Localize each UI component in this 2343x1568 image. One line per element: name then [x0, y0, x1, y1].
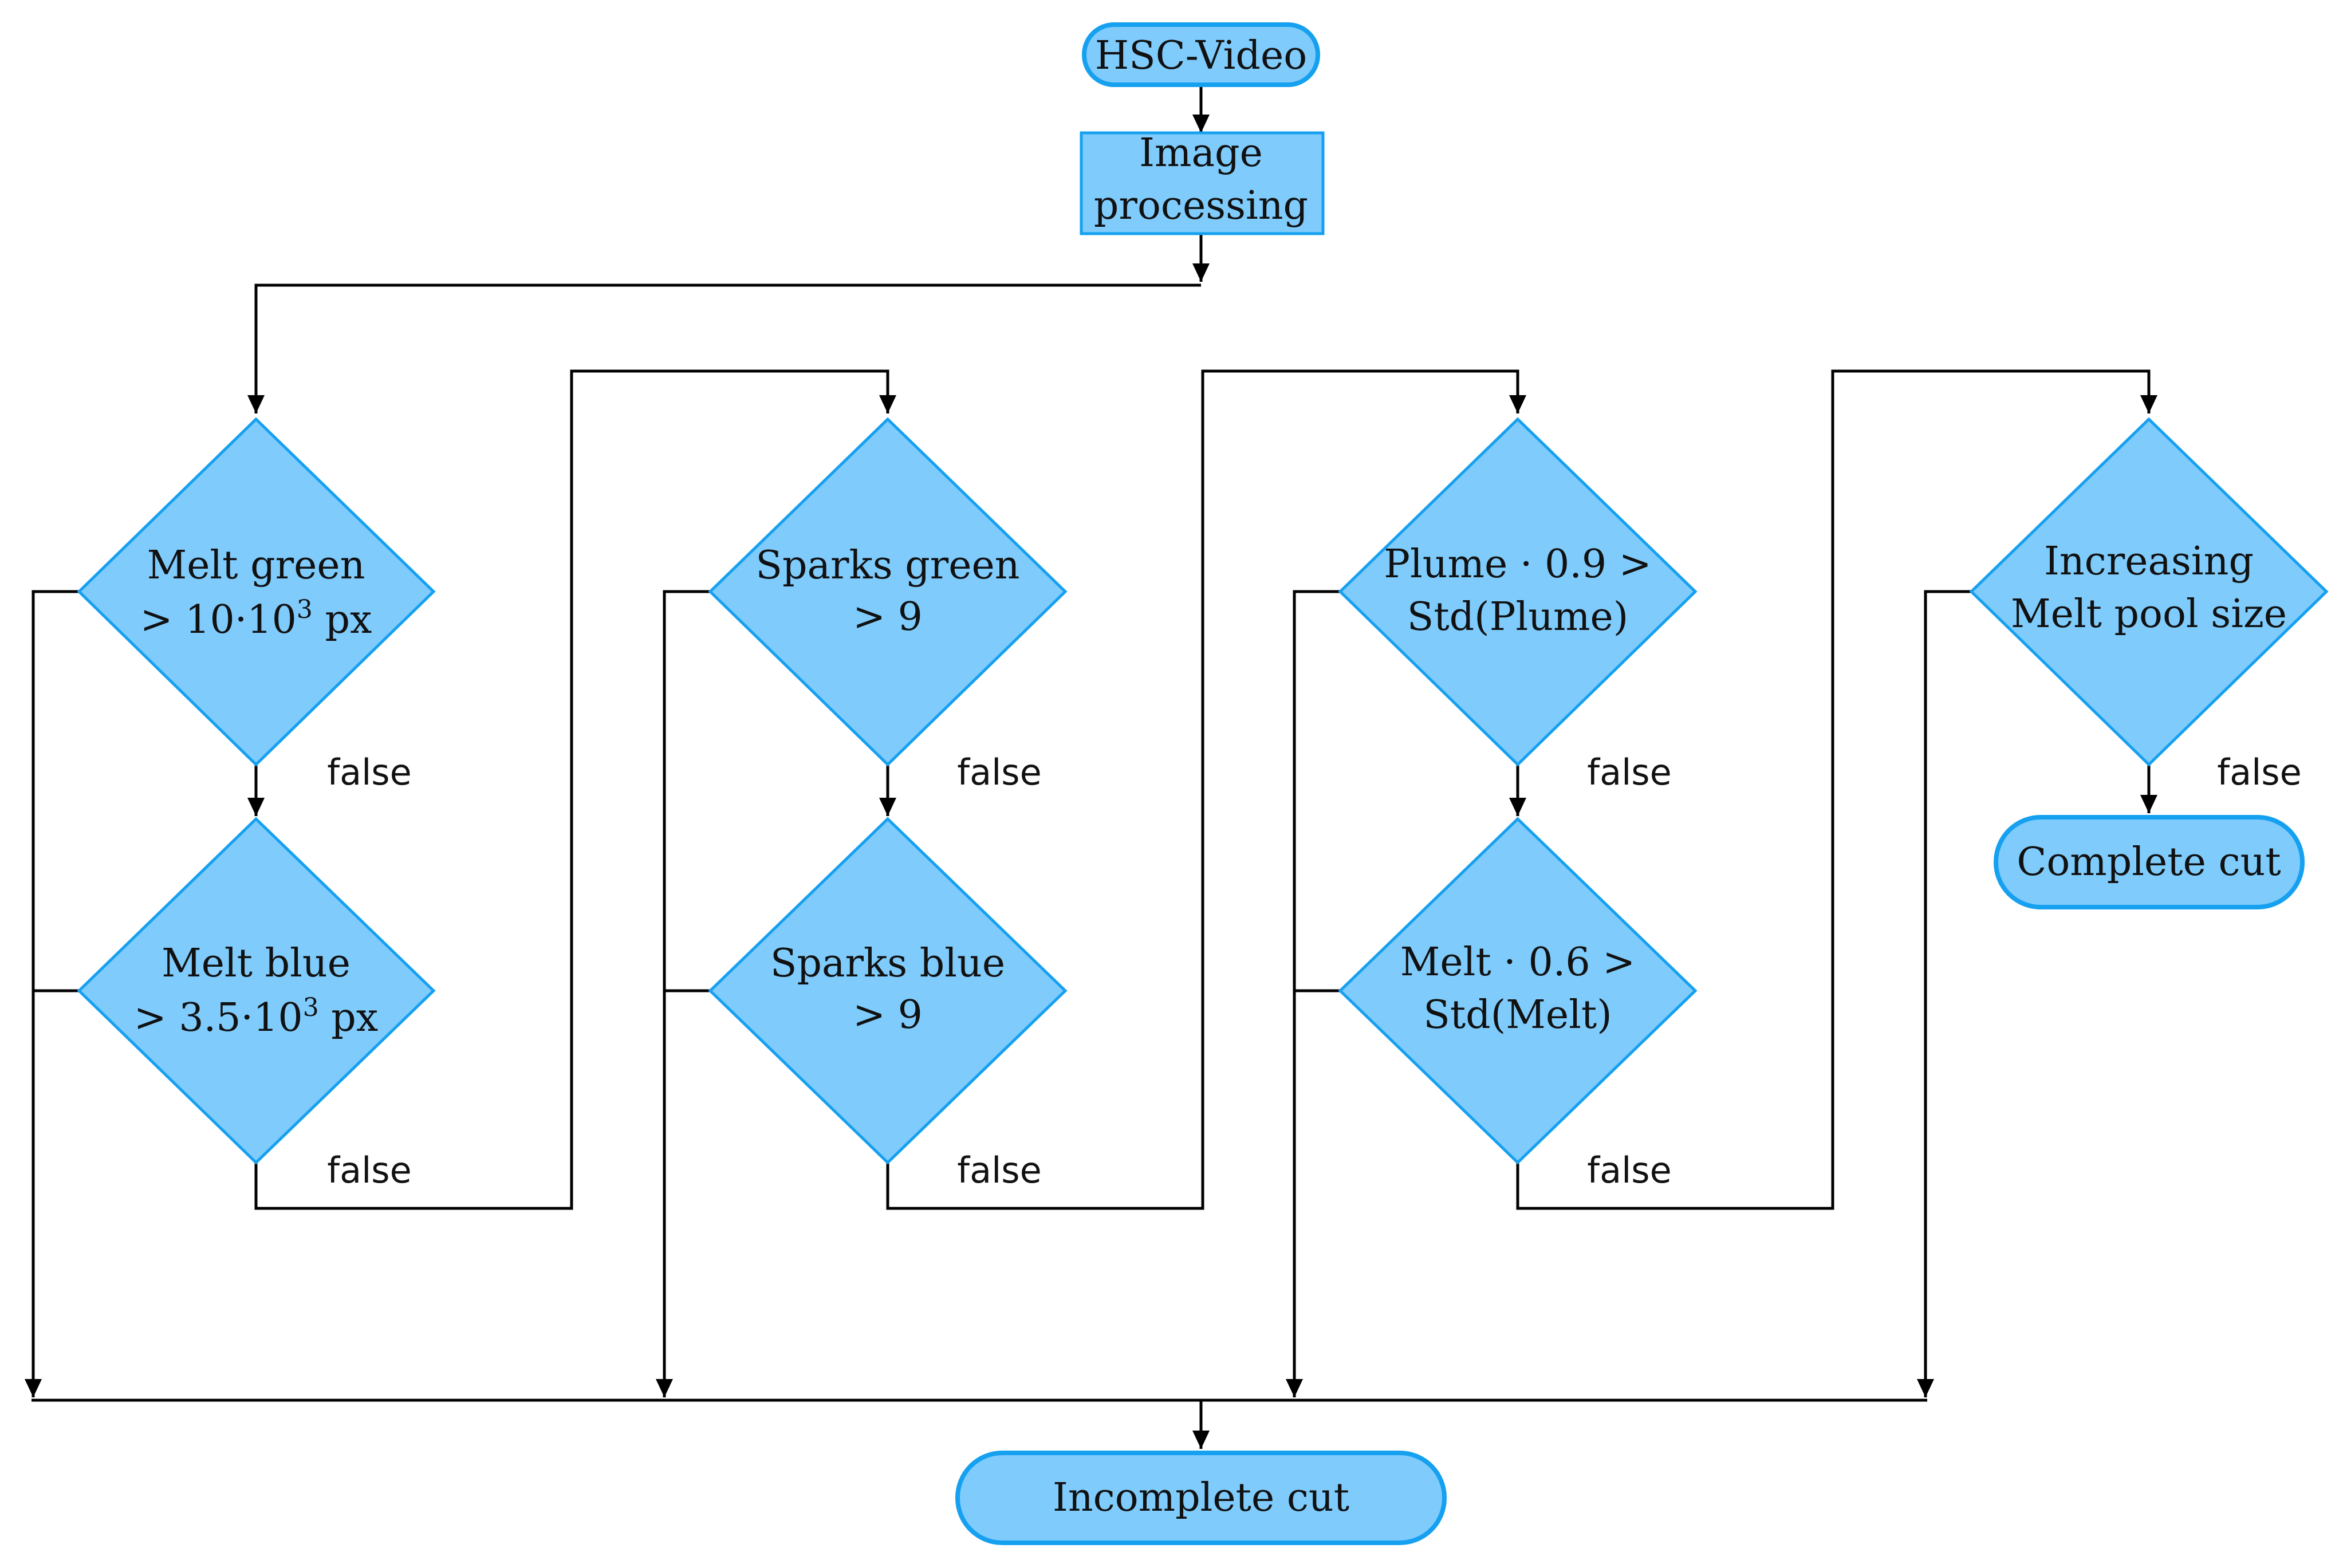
decision-melt-green: Melt green > 10·103 px	[77, 417, 436, 767]
decision-melt-std: Melt · 0.6 > Std(Melt)	[1338, 817, 1698, 1165]
arrow-d6-false-to-d7	[1516, 369, 2157, 1210]
complete-label: Complete cut	[2017, 840, 2281, 885]
d1-line2-pre: > 10·10	[140, 597, 297, 643]
arrow-to-d1	[247, 283, 1201, 413]
start-label: HSC-Video	[1095, 33, 1307, 78]
arrow-d5-true	[1286, 590, 1340, 1397]
d5-line1: Plume · 0.9 >	[1384, 542, 1652, 587]
d6-line1: Melt · 0.6 >	[1400, 940, 1636, 985]
d5-false-label: false	[1587, 751, 1672, 793]
decision-melt-pool-size: Increasing Melt pool size	[1969, 417, 2329, 767]
process-label-line2: processing	[1094, 183, 1308, 228]
connectors	[25, 85, 2157, 1449]
d7-line2: Melt pool size	[2011, 592, 2287, 637]
arrow-d3-true	[656, 590, 710, 1397]
process-label-line1: Image	[1139, 131, 1263, 176]
d5-line2: Std(Plume)	[1407, 594, 1629, 640]
d7-false-label: false	[2217, 751, 2302, 793]
d2-false-label: false	[327, 1149, 412, 1191]
process-box: Image processing	[1080, 131, 1325, 235]
d1-line1: Melt green	[147, 543, 365, 588]
d3-line2: > 9	[853, 594, 923, 640]
decision-sparks-blue: Sparks blue > 9	[708, 817, 1068, 1165]
d4-false-label: false	[957, 1149, 1042, 1191]
d2-line2-pre: > 3.5·10	[134, 995, 303, 1041]
d4-line1: Sparks blue	[770, 941, 1005, 986]
incomplete-cut-terminal: Incomplete cut	[955, 1451, 1447, 1545]
arrow-d4-false-to-d5	[886, 369, 1526, 1210]
incomplete-label: Incomplete cut	[1053, 1475, 1349, 1520]
d3-false-label: false	[957, 751, 1042, 793]
arrow-d2-false-to-d3	[254, 369, 896, 1210]
d4-line2: > 9	[853, 992, 923, 1038]
arrow-d7-true	[1917, 590, 1971, 1397]
d3-line1: Sparks green	[755, 543, 1019, 588]
start-terminal: HSC-Video	[1082, 22, 1320, 87]
d7-line1: Increasing	[2044, 539, 2254, 584]
d6-false-label: false	[1587, 1149, 1672, 1191]
decision-melt-blue: Melt blue > 3.5·103 px	[77, 817, 436, 1165]
decision-plume: Plume · 0.9 > Std(Plume)	[1338, 417, 1698, 767]
edge-labels: false false false false false false fals…	[327, 751, 2302, 1191]
decision-sparks-green: Sparks green > 9	[708, 417, 1068, 767]
complete-cut-terminal: Complete cut	[1994, 815, 2305, 909]
d6-line2: Std(Melt)	[1423, 992, 1612, 1038]
arrow-d1-true	[25, 590, 79, 1397]
d2-line2-sup: 3	[303, 993, 319, 1022]
d1-line2-sup: 3	[297, 595, 313, 624]
d1-line2: > 10·103 px	[140, 595, 372, 643]
d1-line2-post: px	[313, 597, 372, 643]
d1-false-label: false	[327, 751, 412, 793]
d2-line2: > 3.5·103 px	[134, 993, 378, 1041]
d2-line1: Melt blue	[162, 941, 351, 986]
d2-line2-post: px	[319, 995, 379, 1041]
